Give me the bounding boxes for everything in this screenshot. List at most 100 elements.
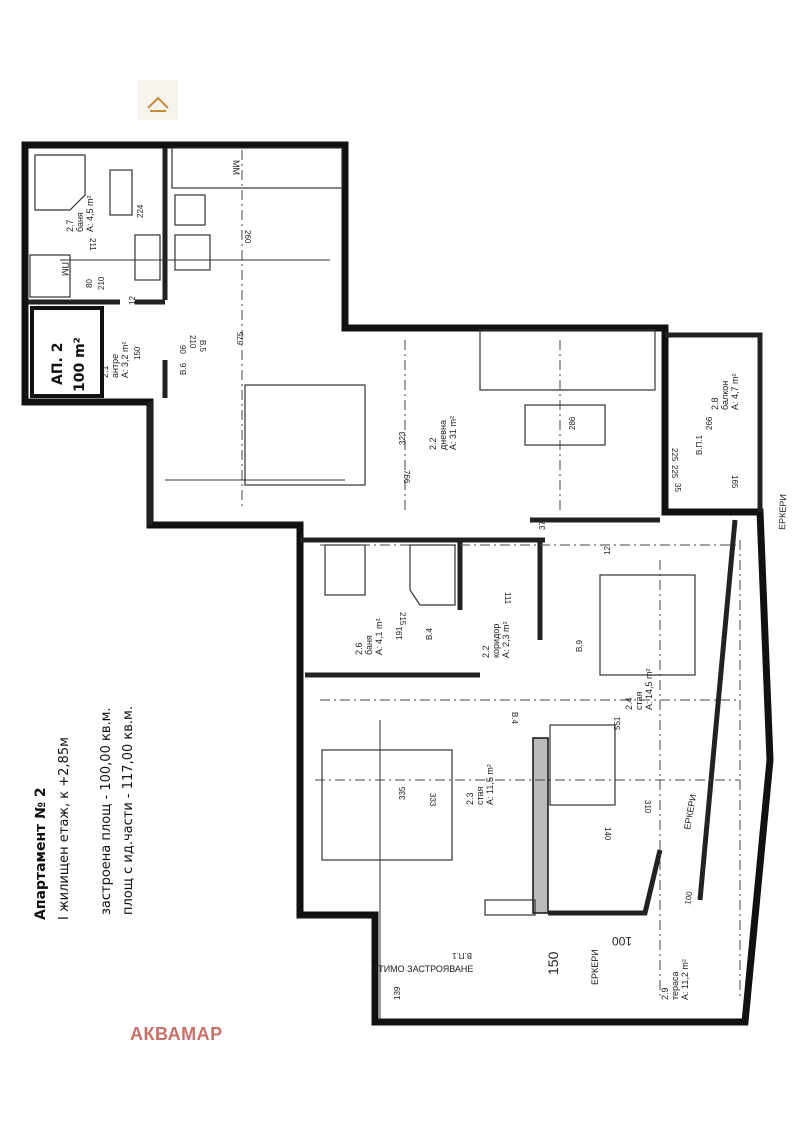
door-tag: В.4	[510, 712, 519, 725]
room-area: A: 11,5 m²	[485, 764, 495, 805]
interior-walls	[28, 148, 738, 916]
logo-icon	[138, 80, 178, 120]
room-number: 2.4	[624, 697, 634, 710]
dimension: 333	[428, 793, 437, 807]
room-name: баня	[364, 635, 374, 655]
room-name: дневна	[438, 420, 448, 450]
furniture	[29, 147, 696, 916]
apartment-info: Апартамент № 2 I жилищен етаж, к +2,85м …	[33, 706, 136, 920]
room-area: A: 3,2 m²	[120, 341, 130, 378]
room-number: 2.1	[100, 365, 110, 378]
room-area: A: 4,5 m²	[85, 195, 95, 232]
dimension: 111	[503, 592, 512, 605]
dimensions: 675 260 211 224 323 766 286 266 225 225 …	[85, 204, 739, 1000]
badge-name: АП. 2	[50, 343, 66, 386]
room-name: стая	[634, 691, 644, 710]
room-number: 2.2	[428, 437, 438, 450]
room-name: баня	[75, 212, 85, 232]
axis-lines	[60, 150, 741, 1020]
door-tag: В.6	[179, 362, 188, 375]
plan-marks: ММ ПМ ЕРКЕРИ ЕРКЕРИ ЕРКЕРИ СТИМО ЗАСТРОЯ…	[60, 160, 788, 985]
mm-mark: ММ	[231, 160, 241, 175]
dimension: 310	[643, 800, 652, 814]
door-tag: В.П.1	[695, 434, 704, 455]
room-area: A: 4,1 m²	[374, 618, 384, 655]
room-area: A: 4,7 m²	[730, 373, 740, 410]
dimension: 37	[538, 521, 547, 530]
room-name: тераса	[670, 971, 680, 1000]
room-area: A: 11,2 m²	[680, 959, 690, 1000]
dimension: 12	[603, 546, 612, 555]
pm-mark: ПМ	[60, 262, 70, 276]
erker-label: ЕРКЕРИ	[682, 793, 698, 830]
room-name: балкон	[720, 381, 730, 410]
dimension: 80	[85, 279, 94, 288]
dimension: 215	[398, 612, 407, 626]
dimension: 225	[670, 448, 679, 462]
zastroyavane-label: СТИМО ЗАСТРОЯВАНЕ	[372, 964, 473, 974]
dimension: 12	[128, 296, 137, 305]
dimension: 211	[88, 238, 97, 251]
door-tag: В.5	[198, 340, 207, 353]
room-area: A: 2,3 m²	[501, 621, 511, 658]
dimension: 90	[178, 345, 187, 354]
total-area: площ с ид.части - 117,00 кв.м.	[121, 706, 136, 915]
outer-wall	[21, 141, 774, 1026]
room-number: 2.8	[710, 397, 720, 410]
room-number: 2.6	[354, 642, 364, 655]
dimension: 35	[673, 483, 682, 492]
badge-area: 100 m²	[72, 337, 88, 392]
room-area: A: 14,5 m²	[644, 668, 654, 710]
dimension: 260	[243, 230, 252, 244]
dimension: 675	[236, 331, 245, 345]
dimension: 224	[136, 204, 145, 218]
dimension: 165	[730, 475, 739, 489]
room-area: A: 31 m²	[448, 416, 458, 450]
dimension: 286	[568, 416, 577, 430]
room-name: коридор	[491, 624, 501, 658]
dimension: 139	[393, 986, 402, 1000]
dimension: 100	[612, 934, 632, 948]
door-tag: В.9	[575, 639, 584, 652]
dimension: 150	[545, 951, 561, 975]
dimension: 266	[705, 416, 714, 430]
room-number: 2.3	[465, 792, 475, 805]
room-number: 2.9	[660, 987, 670, 1000]
apartment-badge: АП. 2 100 m²	[30, 306, 104, 398]
apartment-title: Апартамент № 2	[33, 787, 49, 920]
door-tag: В.4	[425, 627, 434, 640]
dimension: 140	[603, 827, 612, 841]
watermark: АКВАМАР	[130, 1024, 223, 1044]
dimension: 150	[133, 346, 142, 360]
erker-label: ЕРКЕРИ	[590, 949, 600, 985]
dimension: 100	[683, 890, 694, 905]
dimension: 323	[398, 431, 407, 445]
dimension: 551	[613, 716, 622, 730]
room-number: 2.2	[481, 645, 491, 658]
room-name: стая	[475, 786, 485, 805]
dimension: 766	[402, 470, 411, 484]
dimension: 210	[188, 335, 197, 349]
dimension: 335	[398, 786, 407, 800]
balcony-outline	[665, 332, 763, 512]
door-tag: В.П.1	[451, 951, 472, 960]
dimension: 225	[670, 465, 679, 479]
room-number: 2.7	[65, 219, 75, 232]
built-area: застроена площ - 100,00 кв.м.	[99, 707, 114, 915]
room-name: антре	[110, 354, 120, 378]
dimension: 210	[97, 276, 106, 290]
dimension: 191	[395, 626, 404, 640]
erker-label: ЕРКЕРИ	[777, 494, 788, 530]
floor-level: I жилищен етаж, к +2,85м	[57, 737, 72, 920]
